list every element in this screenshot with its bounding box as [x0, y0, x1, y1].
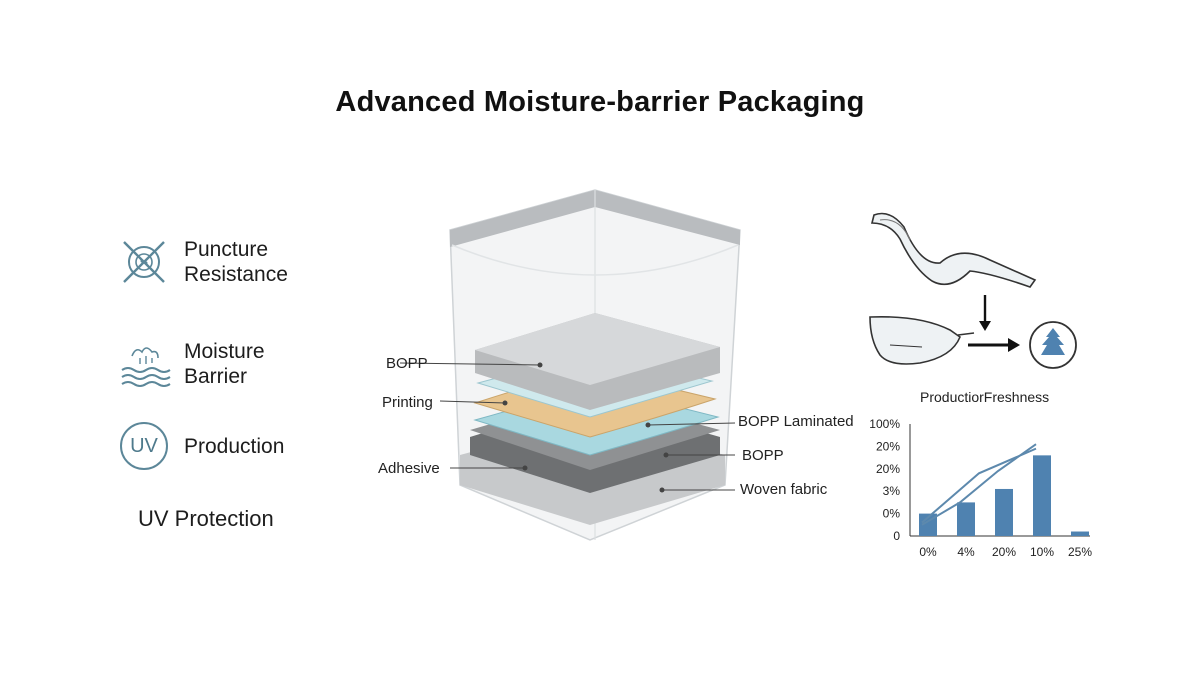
bar	[957, 502, 975, 536]
uv-protection-caption: UV Protection	[138, 506, 274, 531]
x-tick-label: 20%	[992, 545, 1016, 559]
layer-label-bopp-bottom: BOPP	[742, 447, 784, 464]
moisture-waves-icon	[118, 338, 171, 390]
freshness-chart: 0 0% 3% 20% 20% 100% 0% 4% 20% 10% 25%	[869, 417, 1092, 559]
process-illustration	[869, 212, 1077, 369]
layer-label-printing: Printing	[382, 394, 433, 411]
x-tick-label: 10%	[1030, 545, 1054, 559]
x-tick-label: 0%	[919, 545, 937, 559]
feature-label: Moisture Barrier	[184, 340, 265, 388]
y-tick-label: 0%	[883, 507, 901, 521]
page-title: Advanced Moisture-barrier Packaging	[335, 86, 865, 118]
feature-puncture-resistance: Puncture Resistance	[118, 236, 288, 288]
trend-line	[921, 447, 1037, 524]
layer-label-woven-fabric: Woven fabric	[740, 481, 828, 498]
layer-label-bopp-top: BOPP	[386, 355, 428, 372]
film-roll-icon	[870, 212, 1037, 288]
y-tick-label: 0	[893, 529, 900, 543]
down-arrow-icon	[979, 295, 991, 331]
uv-icon: UV	[118, 420, 170, 472]
layer-label-adhesive: Adhesive	[378, 460, 440, 477]
feature-moisture-barrier: Moisture Barrier	[118, 338, 265, 390]
feature-label: Puncture Resistance	[184, 238, 288, 286]
feature-production: UV Production	[118, 420, 284, 472]
chart-title: ProductiorFreshness	[920, 389, 1050, 405]
bar	[1071, 531, 1089, 536]
layer-label-bopp-laminated: BOPP Laminated	[738, 413, 854, 430]
x-tick-label: 25%	[1068, 545, 1092, 559]
right-arrow-icon	[968, 338, 1020, 352]
y-tick-label: 3%	[883, 484, 901, 498]
bar	[1033, 455, 1051, 536]
y-tick-label: 100%	[869, 417, 900, 431]
bar	[995, 488, 1013, 536]
y-tick-label: 20%	[876, 439, 900, 453]
pouch-layer-diagram	[399, 189, 741, 541]
feature-label: Production	[184, 434, 285, 458]
film-sheet-icon	[869, 315, 975, 365]
freshness-leaf-icon	[1029, 321, 1077, 369]
puncture-shield-icon	[118, 236, 170, 288]
y-tick-label: 20%	[876, 462, 900, 476]
x-tick-label: 4%	[957, 545, 975, 559]
